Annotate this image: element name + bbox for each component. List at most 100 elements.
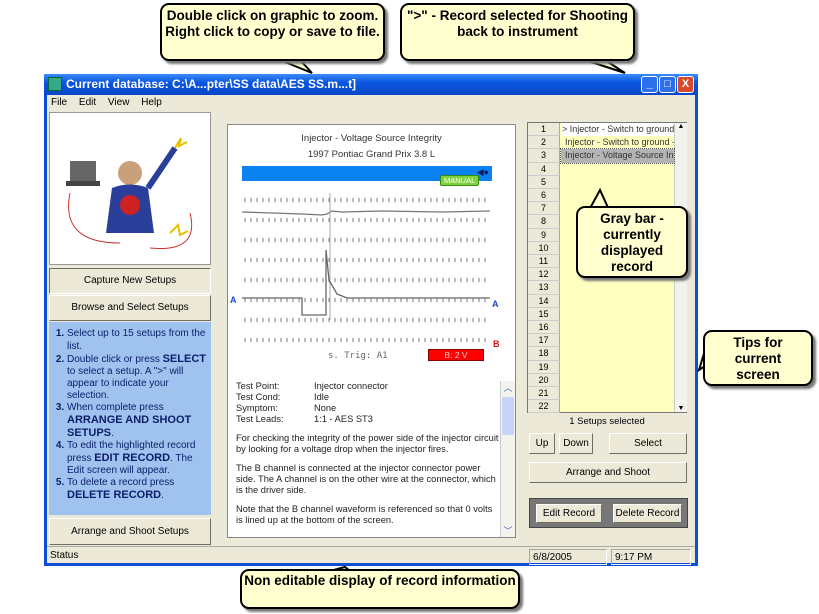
minimize-button[interactable]: _: [641, 76, 658, 93]
menu-bar: File Edit View Help: [47, 95, 695, 111]
tip-text: Select up to 15 setups from the list.: [67, 328, 206, 352]
list-row[interactable]: [561, 321, 674, 334]
tip-text: .: [161, 490, 164, 501]
tip-text: DELETE RECORD: [67, 489, 162, 501]
status-bar: Status 6/8/2005 9:17 PM: [47, 546, 695, 566]
delete-record-button[interactable]: Delete Record: [613, 504, 682, 523]
list-row-number: 12: [528, 268, 560, 282]
edit-record-button[interactable]: Edit Record: [536, 504, 602, 523]
list-row[interactable]: [561, 189, 674, 202]
record-actions-group: Edit Record Delete Record: [529, 498, 688, 528]
list-row-number: 9: [528, 228, 560, 242]
info-field-value: 1:1 - AES ST3: [314, 414, 373, 424]
callout-record-info: Non editable display of record informati…: [240, 569, 520, 609]
list-row-number: 19: [528, 360, 560, 374]
info-field-label: Test Cond:: [236, 392, 281, 402]
arrange-and-shoot-button[interactable]: Arrange and Shoot: [529, 462, 687, 483]
tip-text: To delete a record press: [67, 477, 175, 488]
list-row[interactable]: [561, 387, 674, 400]
setups-selected-count: 1 Setups selected: [569, 416, 645, 427]
scroll-up-icon[interactable]: ▲: [677, 123, 685, 130]
arrange-shoot-setups-button[interactable]: Arrange and Shoot Setups: [49, 518, 211, 545]
info-field-value: Idle: [314, 392, 329, 402]
callout-gray-bar: Gray bar - currently displayed record: [576, 206, 688, 278]
tip-item: When complete press ARRANGE AND SHOOT SE…: [67, 402, 207, 440]
list-row-number: 16: [528, 321, 560, 335]
waveform-traces: [241, 193, 491, 320]
scroll-up-icon[interactable]: ︿: [503, 383, 513, 393]
waveform-graphic[interactable]: [241, 190, 491, 350]
aes-logo-image: [49, 112, 211, 265]
info-field: Test Cond: Idle: [236, 392, 500, 403]
window-title: Current database: C:\A...pter\SS data\AE…: [66, 77, 357, 91]
menu-edit[interactable]: Edit: [78, 97, 97, 108]
capture-new-setups-button[interactable]: Capture New Setups: [49, 268, 211, 294]
menu-file[interactable]: File: [51, 97, 68, 108]
manual-badge: MANUAL: [440, 175, 480, 186]
list-row-number: 2: [528, 136, 560, 150]
app-icon: [48, 77, 62, 91]
callout-selected-marker: ">" - Record selected for Shooting back …: [400, 3, 635, 61]
tip-item: Select up to 15 setups from the list.: [67, 328, 207, 353]
list-row[interactable]: Injector - Voltage Source Inte: [560, 148, 675, 164]
list-row-number: 18: [528, 347, 560, 361]
list-row-number: 8: [528, 215, 560, 229]
channel-a-marker-right: A: [492, 299, 499, 309]
tip-text: ARRANGE AND SHOOT SETUPS: [67, 414, 192, 439]
title-bar: Current database: C:\A...pter\SS data\AE…: [44, 74, 698, 95]
info-scrollbar[interactable]: ︿ ﹀: [500, 381, 515, 537]
info-field-label: Test Leads:: [236, 414, 284, 424]
list-row-number: 17: [528, 334, 560, 348]
channel-a-marker-left: A: [230, 295, 237, 305]
info-field-value: None: [314, 403, 337, 413]
list-row[interactable]: [561, 361, 674, 374]
tip-item: Double click or press SELECT to select a…: [67, 353, 207, 402]
tip-text: When complete press: [67, 402, 164, 413]
list-row[interactable]: [561, 295, 674, 308]
tips-panel: Select up to 15 setups from the list.Dou…: [49, 322, 211, 515]
list-row[interactable]: [561, 176, 674, 189]
info-field: Symptom:None: [236, 403, 500, 414]
scroll-down-icon[interactable]: ▼: [677, 405, 685, 412]
up-button[interactable]: Up: [529, 433, 555, 454]
scroll-down-icon[interactable]: ﹀: [503, 526, 513, 536]
tip-text: .: [111, 428, 114, 439]
tip-text: EDIT RECORD: [94, 452, 171, 464]
info-field: Test Leads: 1:1 - AES ST3: [236, 414, 500, 425]
menu-view[interactable]: View: [107, 97, 130, 108]
menu-help[interactable]: Help: [141, 97, 162, 108]
list-row-number: 22: [528, 400, 560, 414]
info-paragraph: The B channel is connected at the inject…: [236, 463, 496, 495]
info-field-label: Test Point:: [236, 381, 280, 391]
list-row-number: 4: [528, 162, 560, 176]
list-row-number: 7: [528, 202, 560, 216]
tip-item: To delete a record press DELETE RECORD.: [67, 477, 207, 502]
callout-graphic-help: Double click on graphic to zoom. Right c…: [160, 3, 385, 61]
tip-text: To edit the highlighted record press: [67, 440, 196, 464]
list-row[interactable]: Injector - Switch to ground - I: [565, 137, 674, 148]
list-row[interactable]: [561, 347, 674, 360]
record-vehicle: 1997 Pontiac Grand Prix 3.8 L: [307, 149, 436, 160]
plug-icon: ◀●: [476, 167, 489, 177]
list-row-number: 13: [528, 281, 560, 295]
list-row[interactable]: [561, 400, 674, 413]
info-field: Test Point:Injector connector: [236, 381, 500, 392]
left-panel: Capture New Setups Browse and Select Set…: [47, 112, 213, 546]
down-button[interactable]: Down: [559, 433, 593, 454]
list-row-number: 1: [528, 123, 560, 137]
list-row[interactable]: [561, 334, 674, 347]
maximize-button[interactable]: □: [659, 76, 676, 93]
list-row-number: 6: [528, 189, 560, 203]
tip-text: . The Edit screen will appear.: [67, 453, 193, 476]
list-row[interactable]: [561, 163, 674, 176]
browse-select-setups-button[interactable]: Browse and Select Setups: [49, 295, 211, 321]
list-row-number: 21: [528, 387, 560, 401]
list-row[interactable]: [561, 374, 674, 387]
list-row-number: 15: [528, 307, 560, 321]
scroll-thumb[interactable]: [502, 397, 514, 435]
select-button[interactable]: Select: [609, 433, 687, 454]
list-row[interactable]: [561, 281, 674, 294]
list-row[interactable]: [561, 308, 674, 321]
list-row[interactable]: > Injector - Switch to ground I: [561, 123, 674, 137]
close-button[interactable]: X: [677, 76, 694, 93]
